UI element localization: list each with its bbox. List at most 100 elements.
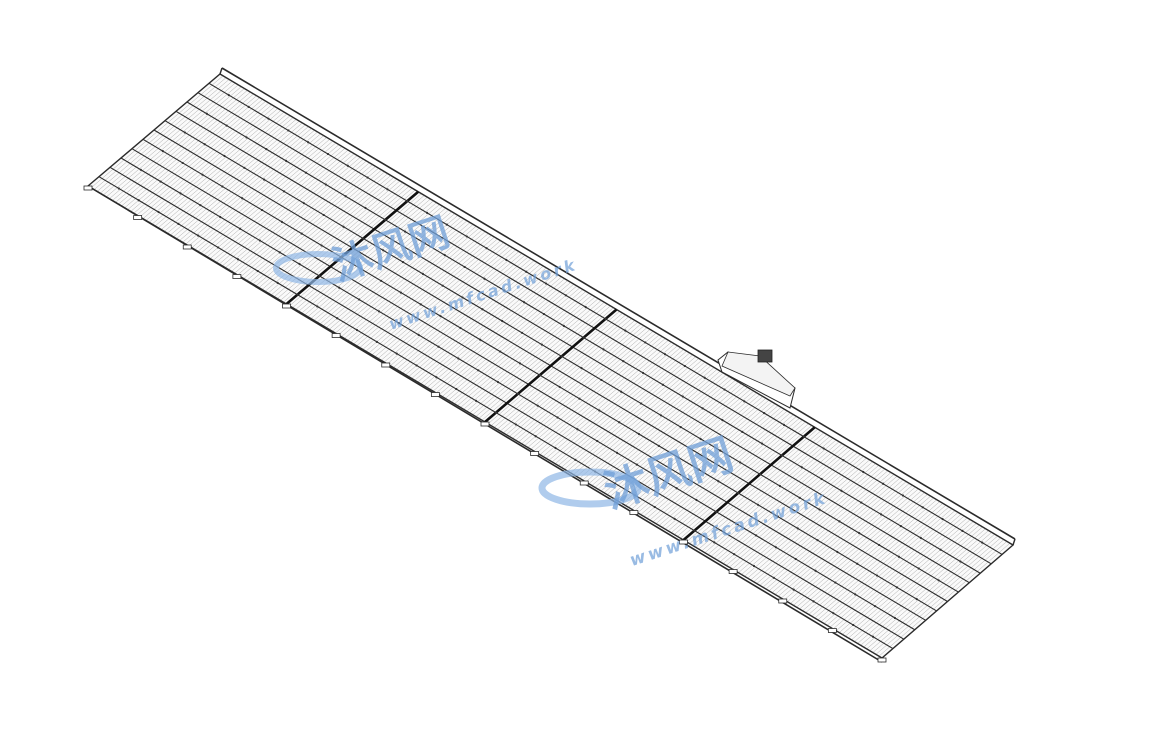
panel-fastener (862, 470, 865, 474)
panel-fastener (854, 593, 857, 596)
panel-fastener (307, 141, 310, 144)
panel-fastener (814, 569, 817, 572)
panel-fastener (344, 195, 347, 198)
panel-fastener (263, 178, 266, 181)
panel-fastener (615, 451, 619, 454)
panel-fastener (758, 473, 762, 476)
panel-fastener (455, 387, 458, 391)
panel-fastener (852, 623, 855, 627)
panel-fastener (620, 390, 623, 393)
panel-fastener (624, 329, 627, 332)
panel-fastener (838, 520, 841, 523)
panel-fastener (822, 447, 825, 450)
panel-fastener (183, 131, 186, 134)
panel-fastener (298, 263, 301, 266)
panel-fastener (324, 183, 327, 186)
panel-fastener (203, 143, 206, 146)
panel-fastener (856, 562, 859, 565)
panel-fastener (342, 225, 345, 228)
panel-fastener (752, 564, 756, 568)
panel-fastener (613, 482, 617, 485)
panel-fastener (406, 200, 409, 203)
panel-fastener (216, 246, 220, 249)
panel-fastener (117, 187, 120, 190)
panel-fastener (443, 254, 446, 257)
panel-fastener (802, 435, 805, 438)
panel-fastener (417, 333, 420, 337)
panel-fastener (322, 213, 325, 217)
panel-fastener (780, 454, 784, 457)
panel-fastener (778, 484, 781, 488)
panel-fastener (137, 199, 140, 202)
panel-foot (331, 333, 341, 338)
panel-fastener (523, 301, 526, 304)
panel-fastener (501, 319, 504, 323)
panel-fastener (743, 400, 746, 403)
panel-fastener (917, 567, 920, 570)
panel-fastener (941, 517, 944, 521)
panel-fastener (576, 428, 579, 431)
panel-foot (430, 392, 440, 397)
panel-fastener (276, 281, 279, 284)
panel-fastener (316, 305, 319, 308)
panel-fastener (285, 159, 288, 163)
panel-fastener (877, 543, 881, 547)
panel-fastener (782, 423, 786, 426)
panel-fastener (719, 449, 722, 452)
panel-fastener (699, 437, 702, 440)
panel-fastener (421, 272, 424, 275)
panel-fastener (241, 197, 244, 200)
panel-foot (182, 244, 192, 250)
panel-foot (778, 598, 788, 604)
panel-fastener (227, 94, 230, 97)
panel-fastener (644, 341, 647, 344)
panel-fastener (600, 378, 603, 382)
panel-fastener (485, 247, 488, 250)
panel-fastener (655, 475, 658, 478)
panel-fastener (534, 435, 537, 438)
panel-frame-cap (219, 67, 223, 75)
panel-fastener (423, 242, 427, 245)
panel-fastener (465, 235, 468, 238)
panel-fastener (256, 269, 259, 273)
panel-fastener (435, 376, 438, 379)
panel-fastener (882, 482, 885, 485)
panel-fastener (693, 529, 696, 532)
panel-fastener (179, 192, 182, 195)
panel-fastener (542, 312, 546, 316)
panel-fastener (717, 480, 720, 483)
panel-fastener (199, 204, 202, 207)
panel-fastener (715, 510, 718, 513)
panel-fastener (697, 468, 700, 471)
panel-fastener (419, 303, 422, 306)
panel-foot (381, 362, 391, 368)
panel-fastener (794, 557, 797, 561)
panel-fastener (439, 315, 442, 318)
panel-fastener (296, 293, 299, 296)
panel-fastener (893, 616, 897, 620)
panel-fastener (580, 367, 583, 370)
panel-fastener (663, 353, 667, 356)
panel-fastener (860, 501, 863, 504)
panel-fastener (840, 489, 843, 492)
panel-fastener (336, 317, 339, 320)
panel-module-divider (285, 190, 420, 305)
panel-fastener (661, 383, 665, 386)
panel-foot (877, 657, 887, 663)
panel-fastener (379, 279, 383, 282)
panel-fastener (763, 411, 766, 415)
panel-fastener (812, 600, 815, 603)
panel-fastener (776, 515, 779, 518)
panel-fastener (639, 402, 643, 405)
panel-fastener (754, 534, 758, 537)
panel-fastener (879, 513, 883, 516)
panel-fastener (364, 206, 367, 210)
panel-fastener (562, 324, 565, 327)
panel-fastener (756, 503, 760, 506)
panel-foot (579, 480, 589, 486)
panel-fastener (739, 461, 742, 464)
panel-fastener (338, 286, 341, 289)
panel-fastener (895, 586, 899, 589)
panel-fastener (637, 432, 641, 436)
